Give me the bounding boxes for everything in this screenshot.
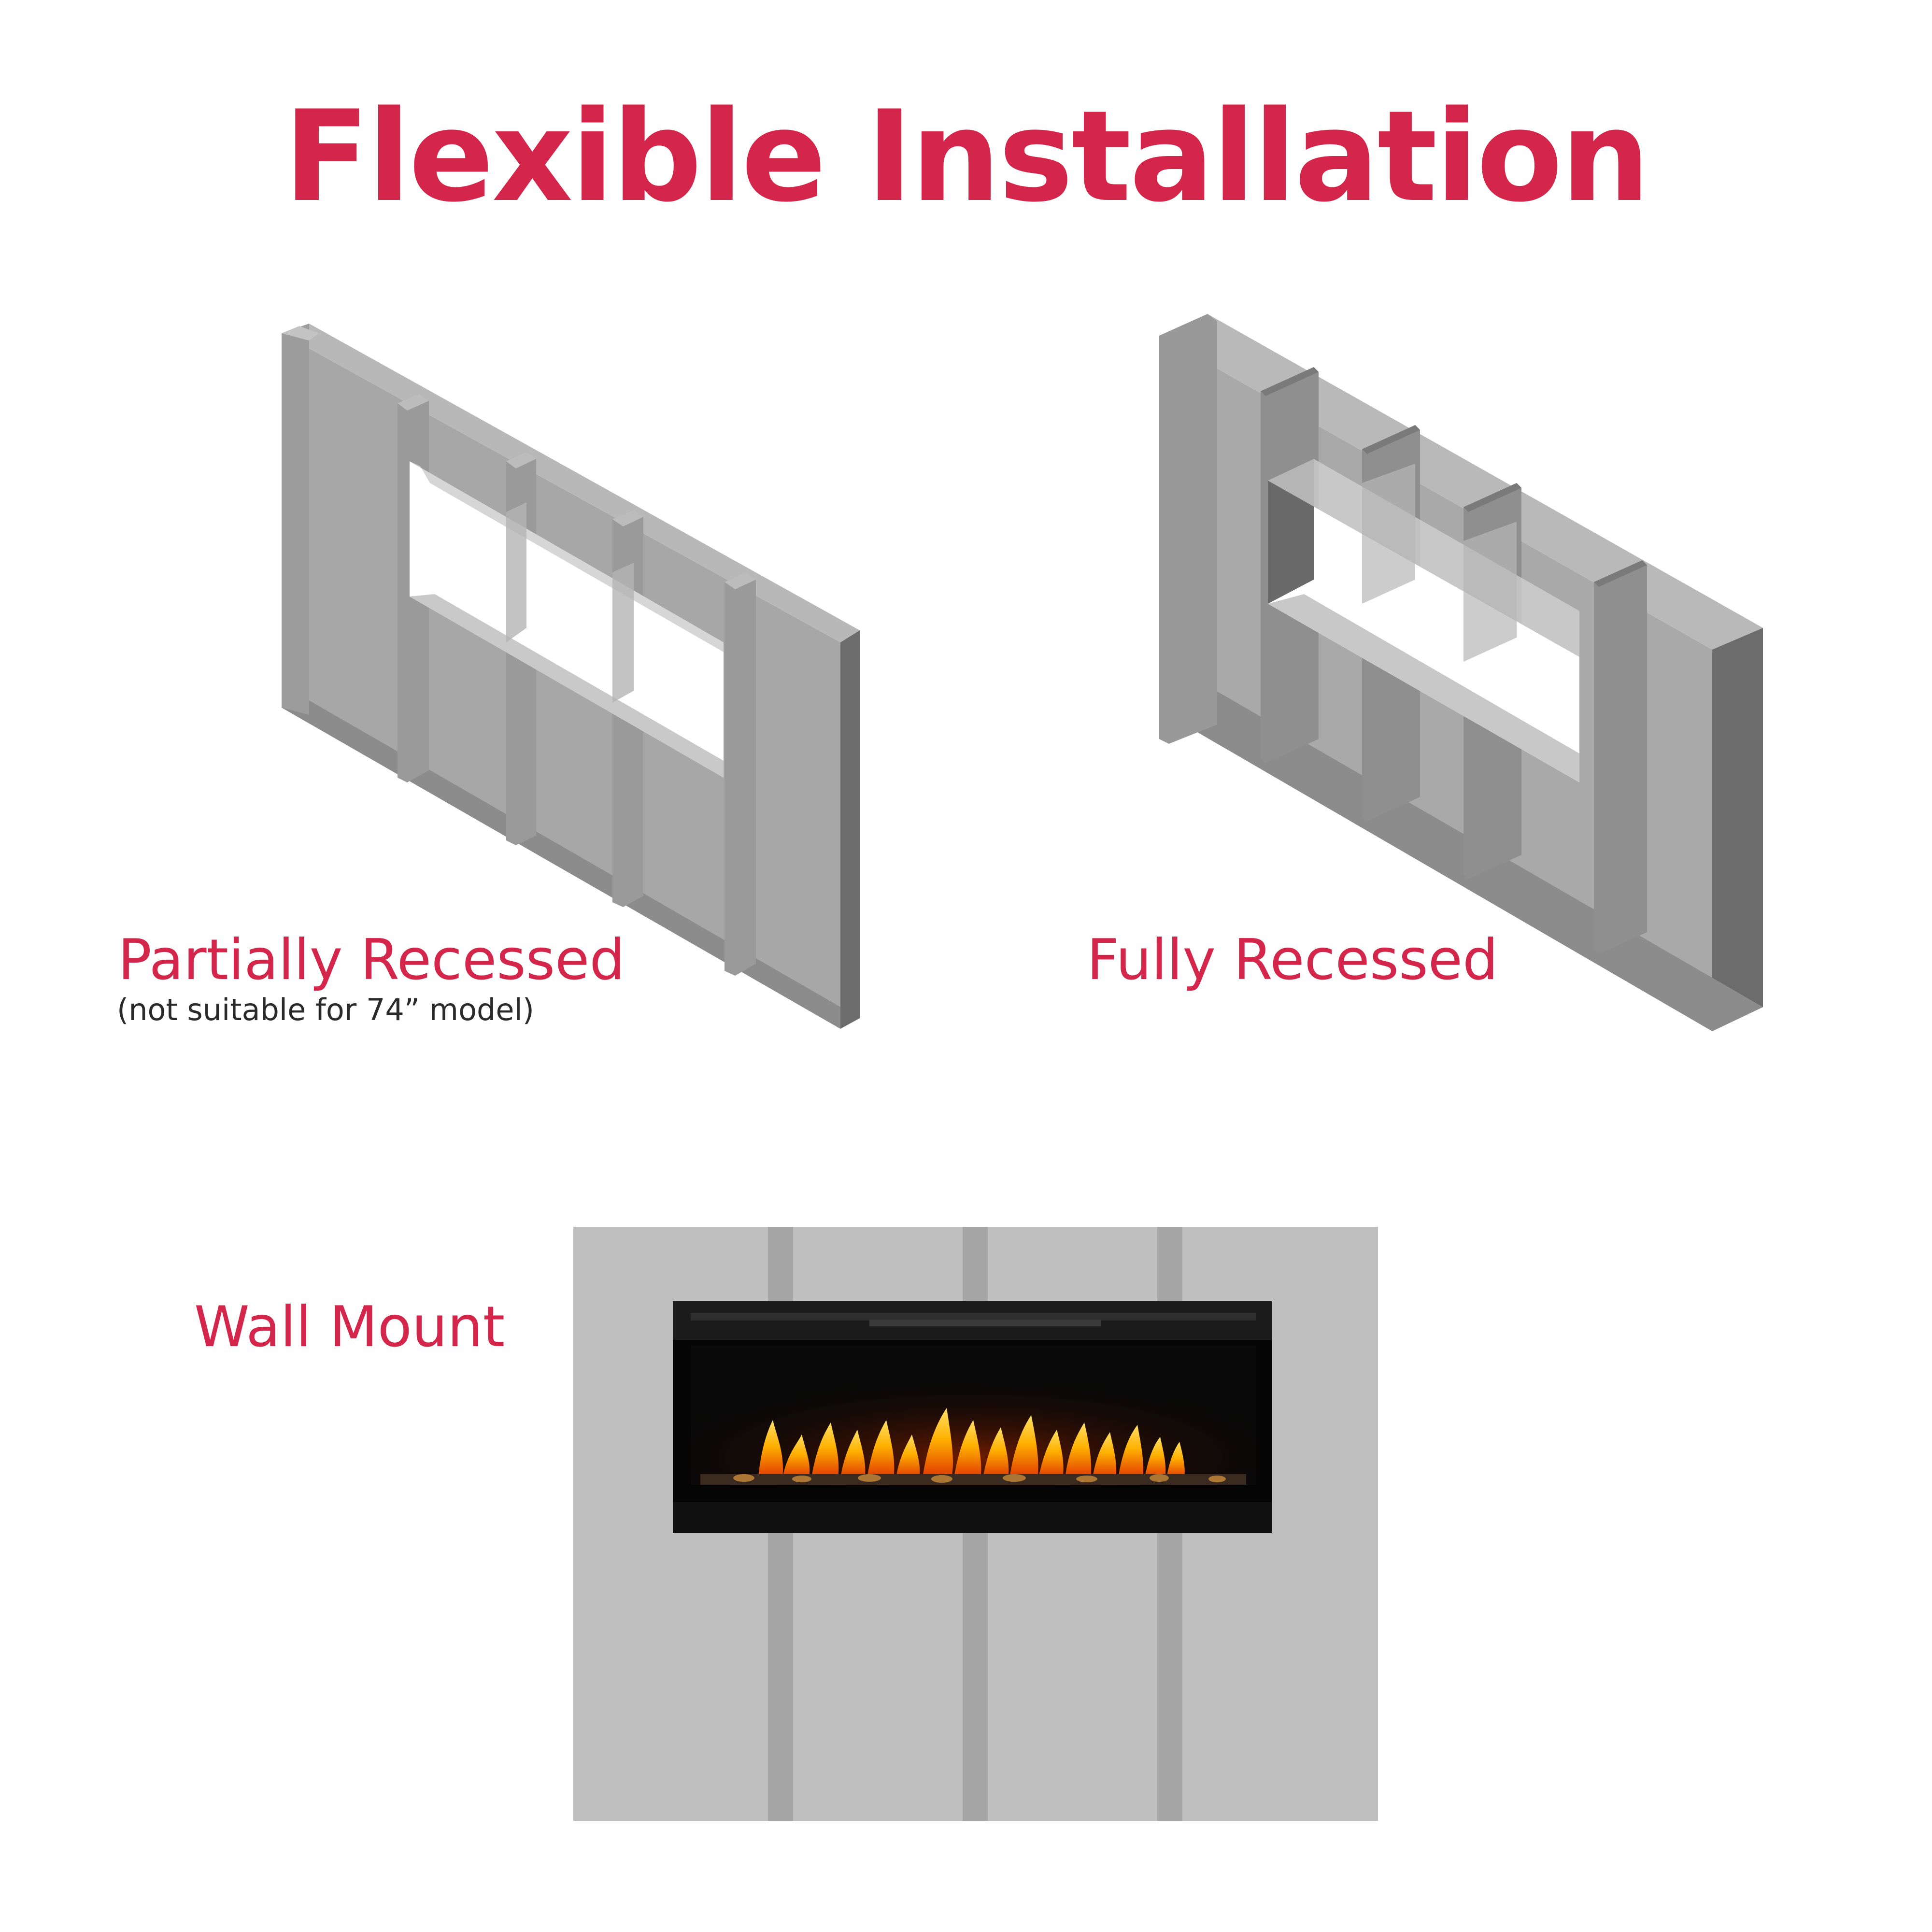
- wall-mount-label: Wall Mount: [194, 1294, 505, 1360]
- partial-wall-end: [840, 630, 860, 1029]
- partially-recessed-label: Partially Recessed: [118, 927, 625, 993]
- fully-wall-end: [1712, 628, 1763, 1031]
- partially-recessed-note: (not suitable for 74” model): [117, 992, 534, 1027]
- fully-recessed-illustration: [1159, 314, 1763, 1031]
- fireplace: [673, 1301, 1272, 1533]
- partial-opening-sill: [410, 594, 724, 778]
- wall-mount-illustration: [573, 1227, 1378, 1821]
- flames: [758, 1408, 1185, 1478]
- page-title: Flexible Installation: [284, 84, 1650, 230]
- partial-opening: [410, 461, 724, 778]
- fully-opening: [1268, 481, 1579, 782]
- partial-wall-bottom: [282, 696, 860, 1029]
- partially-recessed-illustration: [282, 324, 860, 1029]
- fully-recessed-label: Fully Recessed: [1087, 927, 1498, 993]
- fireplace-vent: [869, 1320, 1101, 1326]
- ember-bed: [700, 1474, 1246, 1485]
- fully-opening-sill: [1268, 594, 1579, 782]
- fireplace-bottom-trim: [673, 1502, 1272, 1533]
